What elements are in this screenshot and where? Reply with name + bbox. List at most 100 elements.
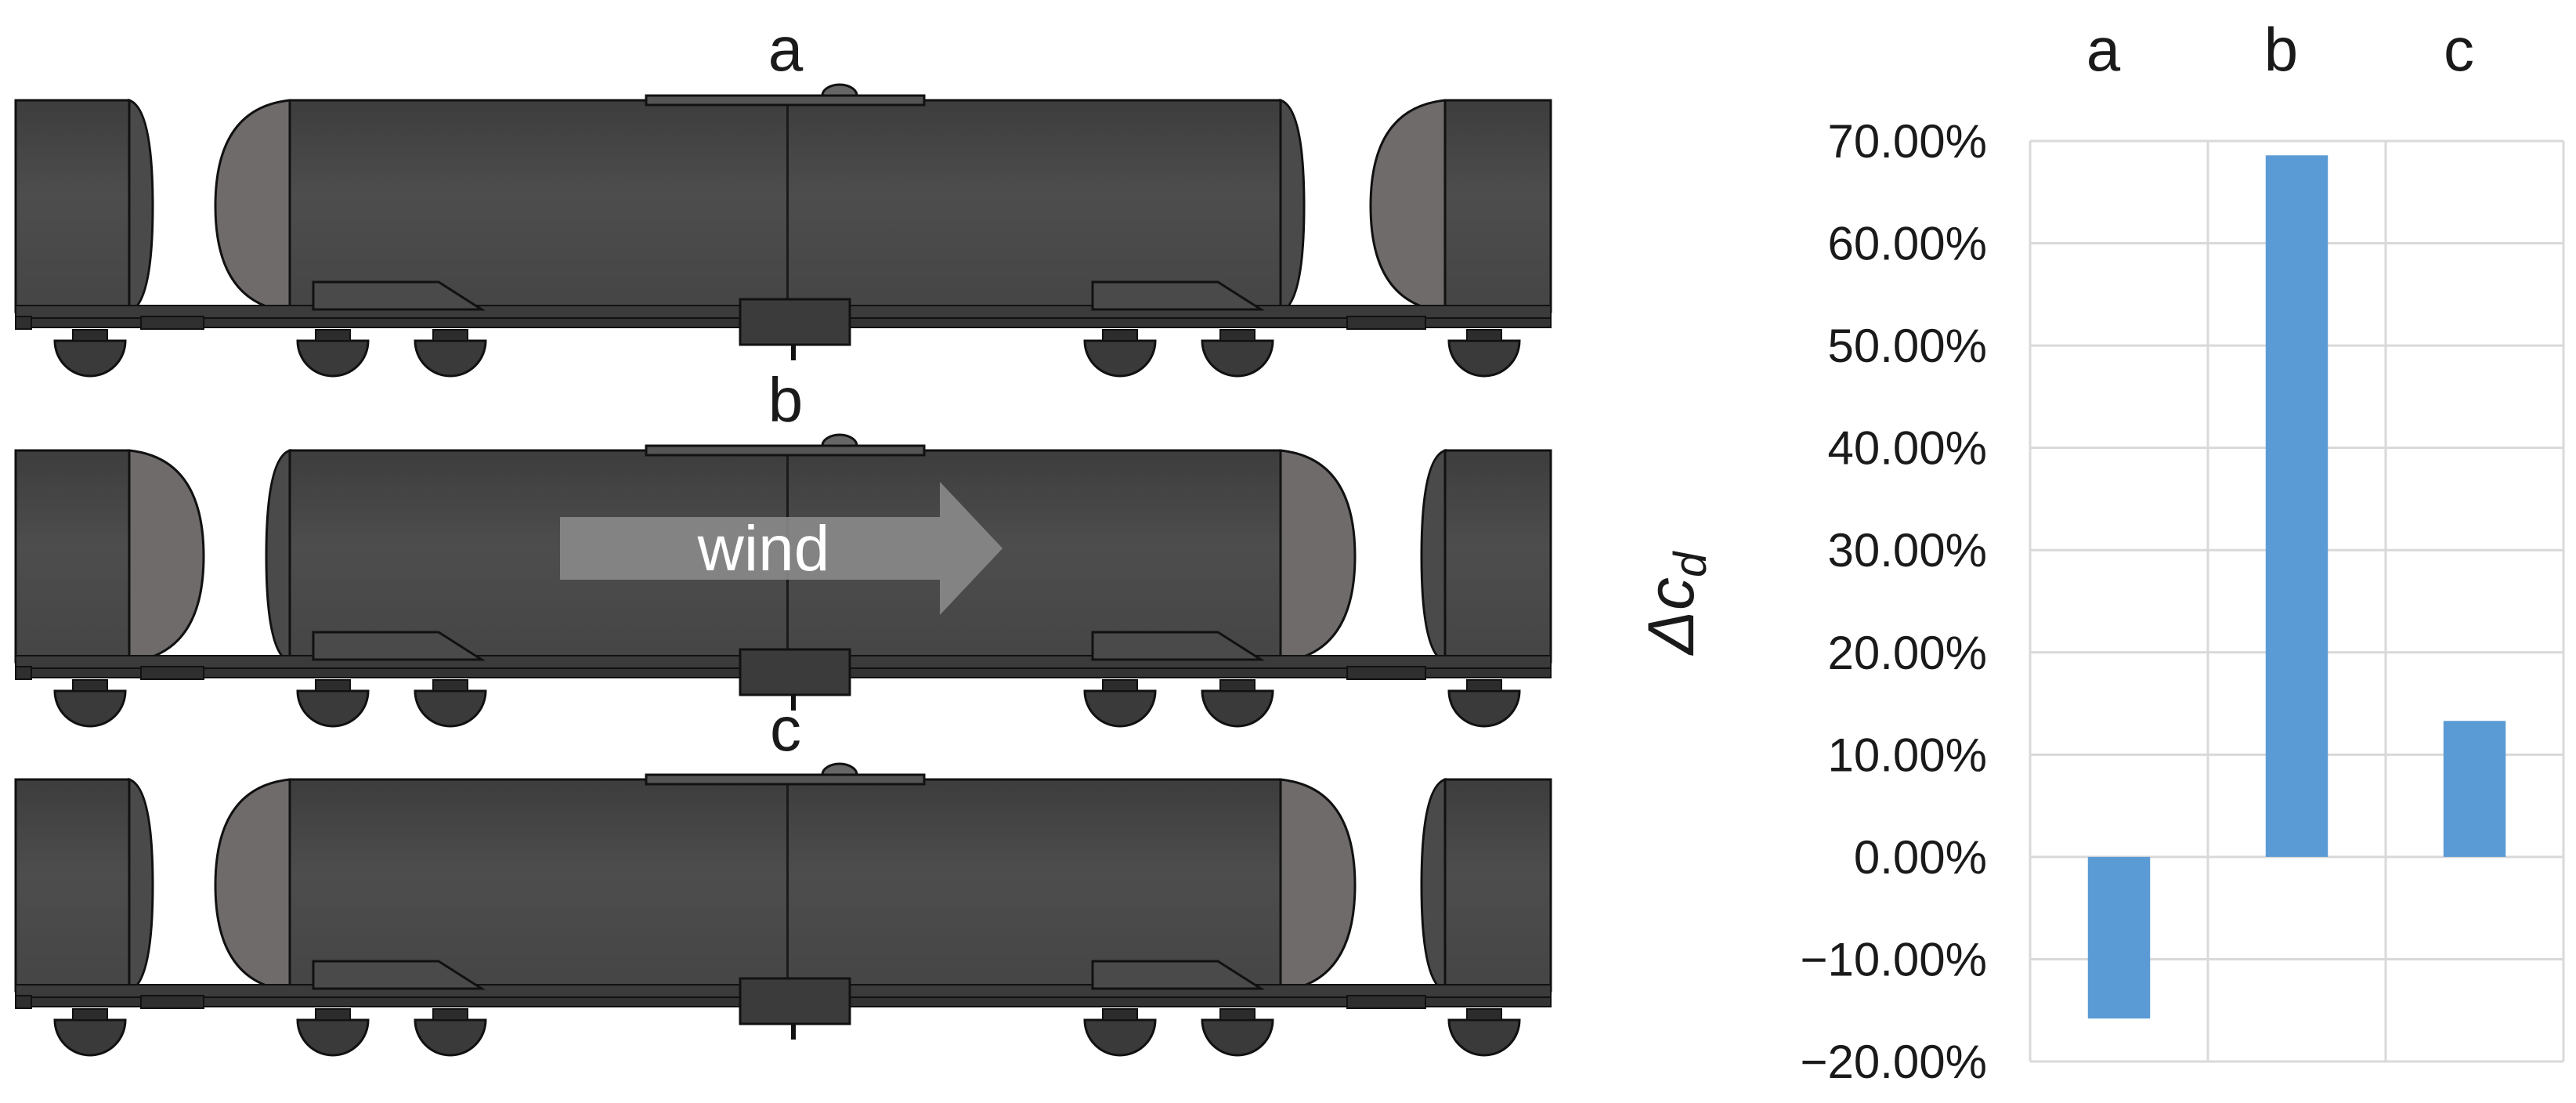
reservoir-box xyxy=(739,298,851,346)
axle-box xyxy=(1102,329,1138,342)
wagon-panel-b: b wind xyxy=(14,365,1552,728)
neighbour-tank-left xyxy=(14,99,131,313)
bolster xyxy=(312,960,486,990)
axle-box xyxy=(72,1008,108,1021)
tank-end-cap xyxy=(265,448,291,664)
wheel-icon xyxy=(1447,689,1521,728)
bar-c xyxy=(2443,721,2506,857)
bolster xyxy=(1091,960,1266,990)
neighbour-tank-right xyxy=(1443,99,1552,313)
bar-b xyxy=(2265,155,2329,857)
wheel-icon xyxy=(414,1018,487,1057)
panel-label: b xyxy=(768,365,804,435)
tank-body xyxy=(288,778,1282,993)
wheel-icon xyxy=(1447,1018,1521,1057)
axle-box xyxy=(1102,679,1138,692)
wheel-icon xyxy=(296,689,370,728)
wheel-icon xyxy=(1083,339,1157,378)
wheel-icon xyxy=(296,339,370,378)
y-tick-label: −20.00% xyxy=(1800,1036,1987,1088)
panel-label: a xyxy=(768,14,804,84)
bolster xyxy=(312,631,486,661)
y-tick-label: 0.00% xyxy=(1854,831,1987,884)
y-tick-label: 20.00% xyxy=(1828,627,1988,679)
neighbour-tank-right xyxy=(1443,778,1552,993)
wagon-panel-c: c xyxy=(14,694,1552,1057)
bolster xyxy=(1091,280,1266,311)
tank-end-cap xyxy=(214,99,291,313)
y-axis-label-subscript: d xyxy=(1665,551,1716,577)
axle-box xyxy=(432,1008,468,1021)
category-label: a xyxy=(2086,15,2121,84)
reservoir-box xyxy=(739,977,851,1025)
coupler xyxy=(140,666,204,680)
axle-box xyxy=(1466,679,1502,692)
chart-bars xyxy=(2087,155,2506,1019)
category-label: b xyxy=(2264,15,2298,84)
wheel-icon xyxy=(53,339,127,378)
wagon-panels: a b wind c xyxy=(14,14,1552,1057)
coupler xyxy=(140,995,204,1009)
dome-icon xyxy=(821,762,858,776)
coupler xyxy=(15,666,32,680)
top-walkway xyxy=(645,773,926,786)
coupler xyxy=(15,316,32,330)
coupler xyxy=(140,316,204,330)
wheel-icon xyxy=(53,1018,127,1057)
axle-box xyxy=(1219,1008,1255,1021)
axle-box xyxy=(432,329,468,342)
tank-end-cap xyxy=(1420,777,1447,993)
tank-end-cap xyxy=(1279,778,1357,993)
category-label: c xyxy=(2444,15,2474,84)
axle-box xyxy=(1466,1008,1502,1021)
y-axis-label: Δcd xyxy=(1634,551,1716,656)
wind-label: wind xyxy=(697,513,830,584)
bolster xyxy=(312,280,486,311)
neighbour-tank-right xyxy=(1443,449,1552,664)
tank-end-cap xyxy=(1369,99,1447,313)
coupler xyxy=(15,995,32,1009)
tank-end-cap xyxy=(214,778,291,993)
category-labels: a b c xyxy=(2086,15,2474,84)
reservoir-box xyxy=(739,648,851,696)
wheel-icon xyxy=(1447,339,1521,378)
y-tick-labels: 70.00%60.00%50.00%40.00%30.00%20.00%10.0… xyxy=(1800,115,1987,1088)
neighbour-tank-left xyxy=(14,778,131,993)
top-walkway xyxy=(645,444,926,457)
axle-box xyxy=(1466,329,1502,342)
axle-box xyxy=(72,679,108,692)
wheel-icon xyxy=(296,1018,370,1057)
wheel-icon xyxy=(1083,689,1157,728)
tank-end-cap xyxy=(128,98,154,314)
tank-end-cap xyxy=(128,449,205,664)
y-tick-label: −10.00% xyxy=(1800,933,1987,985)
tank-end-cap xyxy=(128,777,154,993)
y-tick-label: 60.00% xyxy=(1828,218,1988,270)
axle-box xyxy=(315,679,351,692)
y-tick-label: 10.00% xyxy=(1828,729,1988,781)
y-tick-label: 70.00% xyxy=(1828,115,1988,168)
wagon-panel-a: a xyxy=(14,14,1552,378)
axle-box xyxy=(72,329,108,342)
neighbour-tank-left xyxy=(14,449,131,664)
tank-end-cap xyxy=(1279,449,1357,664)
panel-label: c xyxy=(770,694,801,764)
wheel-icon xyxy=(414,339,487,378)
bar-a xyxy=(2087,856,2151,1019)
tank-end-cap xyxy=(1420,448,1447,664)
axle-box xyxy=(1219,329,1255,342)
axle-box xyxy=(1102,1008,1138,1021)
y-tick-label: 30.00% xyxy=(1828,524,1988,577)
axle-box xyxy=(315,1008,351,1021)
wheel-icon xyxy=(53,689,127,728)
wheel-icon xyxy=(1201,339,1274,378)
axle-box xyxy=(1219,679,1255,692)
axle-box xyxy=(432,679,468,692)
bar-chart: 70.00%60.00%50.00%40.00%30.00%20.00%10.0… xyxy=(1634,15,2565,1088)
coupler xyxy=(1346,666,1426,680)
y-tick-label: 50.00% xyxy=(1828,320,1988,372)
top-walkway xyxy=(645,94,926,107)
dome-icon xyxy=(821,433,858,447)
tank-end-cap xyxy=(1279,98,1306,314)
